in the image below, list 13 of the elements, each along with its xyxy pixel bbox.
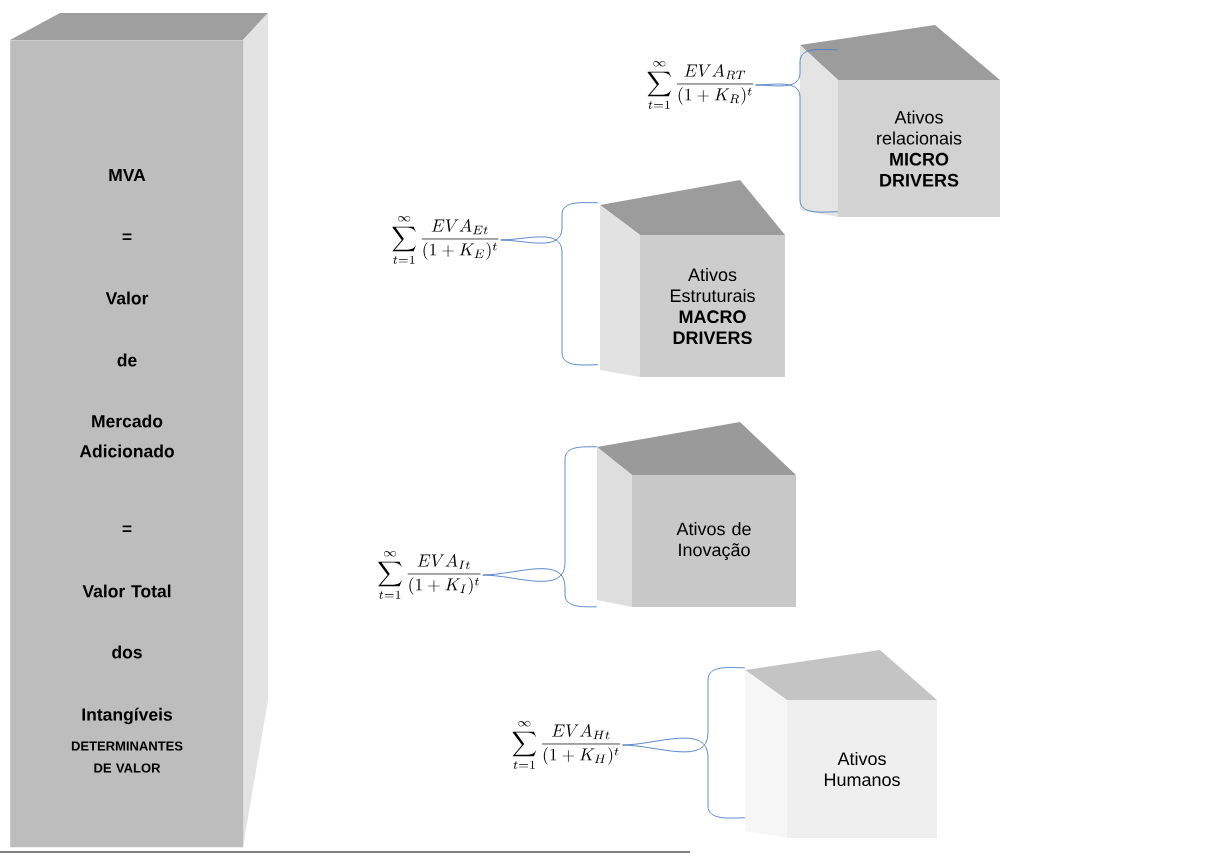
asset-cube: Ativos Estruturais MACRO DRIVERS — [600, 180, 785, 377]
asset-cube: Ativos Humanos — [745, 650, 937, 838]
asset-cube: Ativos de Inovação — [597, 422, 796, 607]
brace — [500, 202, 599, 366]
brace — [621, 667, 746, 819]
formula: $\sum_{t=1}^{\infty}\frac{EVA_{RT}}{(1+K_R)^t}$ — [647, 61, 754, 109]
asset-cube: Ativos relacionais MICRO DRIVERS — [800, 25, 1000, 217]
value-column: MVA = Valor de Mercado Adicionado = Valor Total dos Intangíveis DETERMINANTES DE VALOR — [10, 13, 268, 848]
brace — [482, 446, 598, 608]
formula: $\sum_{t=1}^{\infty}\frac{EVA_{Ht}}{(1+K_H)^t}$ — [512, 721, 621, 769]
formula: $\sum_{t=1}^{\infty}\frac{EVA_{It}}{(1+K_I)^t}$ — [378, 551, 481, 599]
formula: $\sum_{t=1}^{\infty}\frac{EVA_{Et}}{(1+K_E)^t}$ — [392, 216, 499, 264]
brace — [755, 49, 839, 213]
